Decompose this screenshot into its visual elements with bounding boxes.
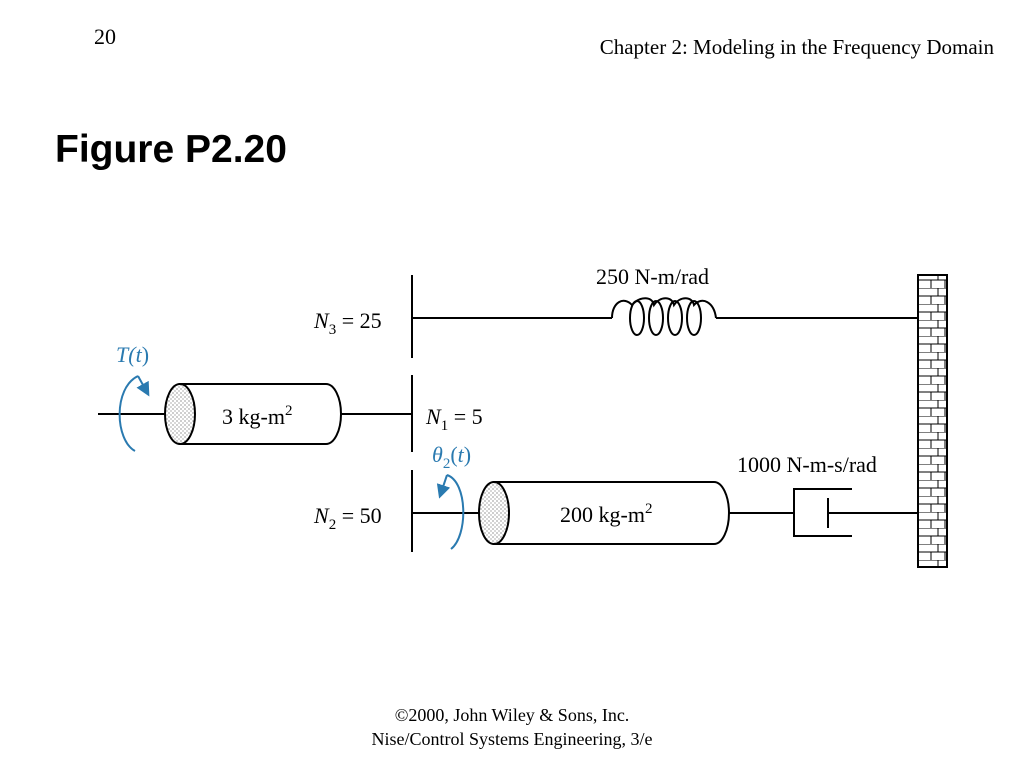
rotational-damper bbox=[793, 488, 918, 537]
inertia-200-cylinder bbox=[478, 481, 730, 545]
gear-n1-label: N1 = 5 bbox=[425, 404, 483, 434]
torque-arrow-icon bbox=[118, 375, 150, 452]
spring-constant-label: 250 N-m/rad bbox=[596, 264, 709, 289]
figure-title: Figure P2.20 bbox=[55, 128, 287, 171]
gear-n2-label: N2 = 50 bbox=[313, 503, 382, 533]
inertia-3-cylinder bbox=[164, 383, 342, 445]
copyright-text: ©2000, John Wiley & Sons, Inc. bbox=[394, 705, 630, 725]
inertia-200-label: 200 kg-m2 bbox=[560, 501, 652, 527]
gear-n3-label: N3 = 25 bbox=[313, 308, 382, 338]
torsional-spring bbox=[611, 297, 717, 336]
angle-arrow-icon bbox=[436, 474, 465, 550]
torque-label: T(t) bbox=[116, 342, 149, 367]
angle-label: θ2(t) bbox=[432, 442, 471, 472]
footer: ©2000, John Wiley & Sons, Inc. Nise/Cont… bbox=[0, 703, 1024, 751]
damping-coefficient-label: 1000 N-m-s/rad bbox=[737, 452, 877, 477]
fixed-wall bbox=[917, 274, 948, 568]
book-title-text: Nise/Control Systems Engineering, 3/e bbox=[371, 729, 653, 749]
chapter-title: Chapter 2: Modeling in the Frequency Dom… bbox=[599, 35, 994, 59]
inertia-3-label: 3 kg-m2 bbox=[222, 403, 292, 429]
page-number: 20 bbox=[94, 24, 116, 49]
